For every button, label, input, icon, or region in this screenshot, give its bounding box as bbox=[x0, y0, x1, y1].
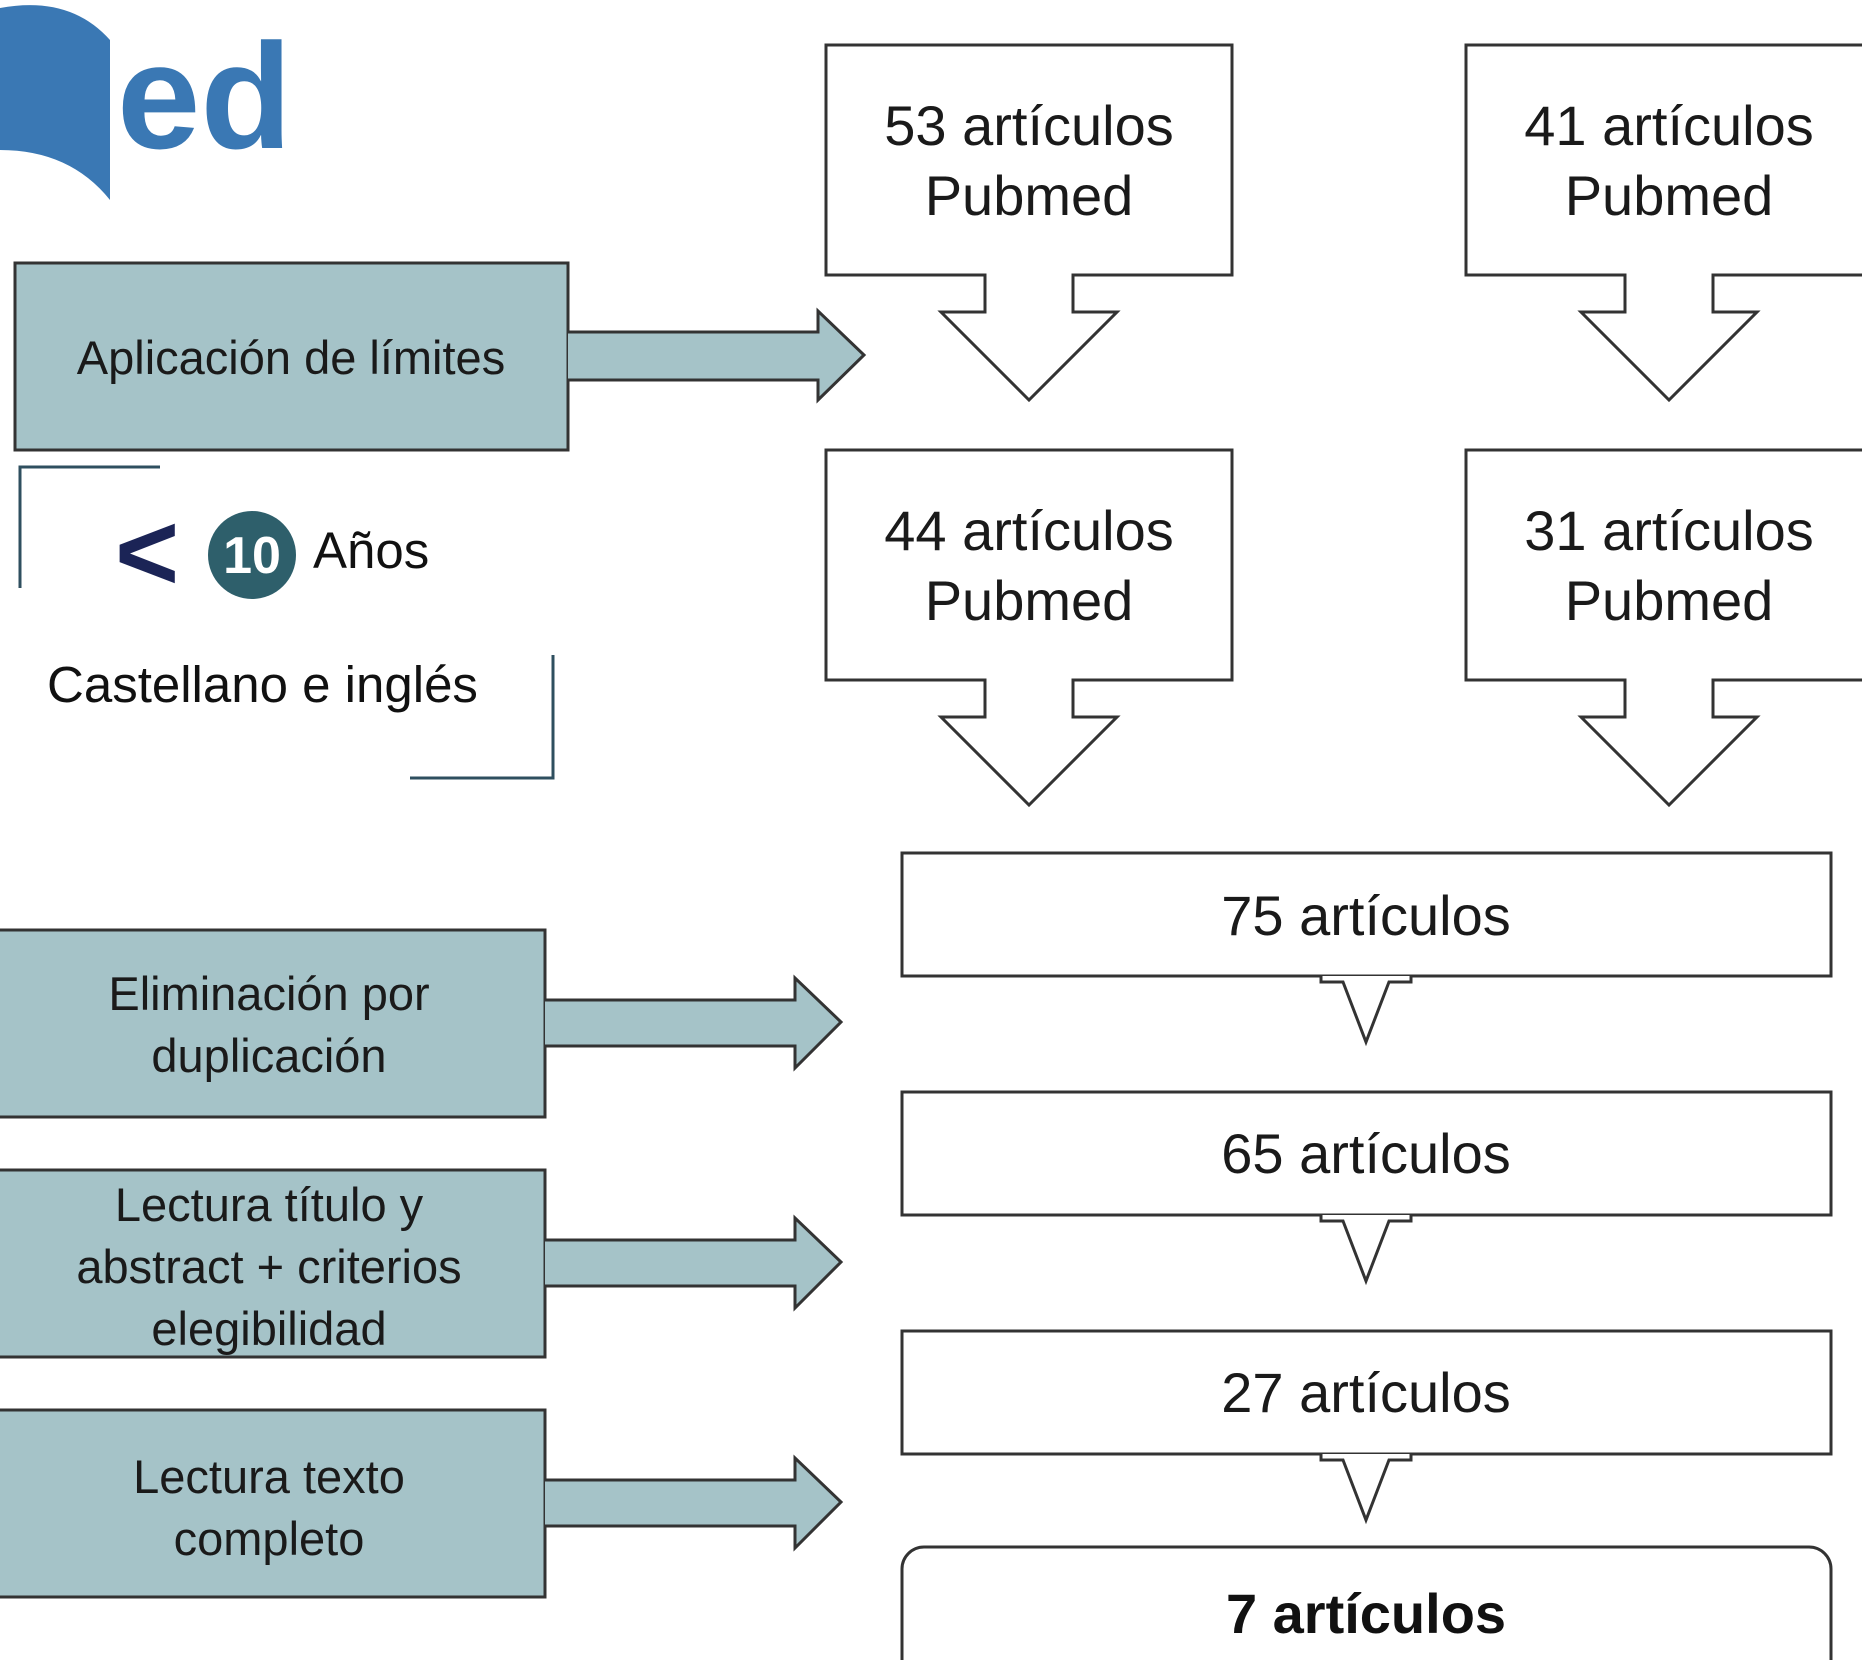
step-title-abstract-line2: abstract + criterios bbox=[76, 1240, 461, 1293]
step-full-text-arrow bbox=[545, 1454, 844, 1552]
bracket-bottom-right bbox=[410, 655, 555, 780]
bracket-top-left bbox=[18, 465, 160, 588]
result-box-75: 75 artículos bbox=[900, 851, 1833, 1047]
source-box-3: 44 artículos Pubmed bbox=[824, 448, 1234, 808]
med-logo: Med bbox=[0, 5, 292, 200]
step-title-abstract-arrow bbox=[545, 1214, 844, 1312]
result-box-75-label: 75 artículos bbox=[1221, 884, 1511, 947]
source-box-2-count: 41 artículos bbox=[1524, 94, 1814, 157]
result-box-final-label: 7 artículos bbox=[1226, 1582, 1506, 1645]
limits-legend: < 10 Años Castellano e inglés bbox=[18, 465, 555, 780]
source-box-3-count: 44 artículos bbox=[884, 499, 1174, 562]
source-box-1-count: 53 artículos bbox=[884, 94, 1174, 157]
source-box-2-db: Pubmed bbox=[1565, 164, 1774, 227]
less-than-symbol: < bbox=[115, 491, 179, 614]
result-box-final: 7 artículos bbox=[900, 1545, 1833, 1660]
result-box-65-label: 65 artículos bbox=[1221, 1122, 1511, 1185]
step-full-text-line2: completo bbox=[174, 1512, 365, 1565]
ten-badge bbox=[208, 511, 296, 599]
result-box-65: 65 artículos bbox=[900, 1090, 1833, 1286]
step-remove-duplicates-line1: Eliminación por bbox=[108, 967, 429, 1020]
result-box-27: 27 artículos bbox=[900, 1329, 1833, 1525]
source-box-4: 31 artículos Pubmed bbox=[1464, 448, 1862, 808]
source-box-3-db: Pubmed bbox=[925, 569, 1134, 632]
source-box-4-db: Pubmed bbox=[1565, 569, 1774, 632]
result-box-75-arrow bbox=[1319, 976, 1413, 1047]
result-box-27-arrow bbox=[1319, 1454, 1413, 1525]
logo-text: Med bbox=[0, 12, 292, 180]
step-full-text: Lectura texto completo bbox=[0, 1408, 844, 1599]
step-title-abstract-line3: elegibilidad bbox=[151, 1302, 386, 1355]
step-title-abstract-line1: Lectura título y bbox=[115, 1178, 424, 1231]
step-remove-duplicates-line2: duplicación bbox=[151, 1029, 386, 1082]
result-box-27-label: 27 artículos bbox=[1221, 1361, 1511, 1424]
source-box-1: 53 artículos Pubmed bbox=[824, 43, 1234, 403]
source-box-2: 41 artículos Pubmed bbox=[1464, 43, 1862, 403]
result-box-65-arrow bbox=[1319, 1215, 1413, 1286]
years-label: Años bbox=[313, 522, 429, 579]
step-apply-limits-arrow bbox=[568, 307, 867, 404]
step-apply-limits-label: Aplicación de límites bbox=[77, 331, 505, 384]
step-remove-duplicates: Eliminación por duplicación bbox=[0, 928, 844, 1119]
step-remove-duplicates-arrow bbox=[545, 974, 844, 1072]
step-full-text-line1: Lectura texto bbox=[133, 1450, 405, 1503]
step-title-abstract: Lectura título y abstract + criterios el… bbox=[0, 1168, 844, 1359]
language-label: Castellano e inglés bbox=[47, 656, 478, 713]
source-box-1-db: Pubmed bbox=[925, 164, 1134, 227]
logo-swoosh-shape bbox=[0, 5, 110, 200]
step-apply-limits: Aplicación de límites bbox=[13, 261, 867, 452]
ten-badge-number: 10 bbox=[223, 527, 281, 585]
source-box-4-count: 31 artículos bbox=[1524, 499, 1814, 562]
